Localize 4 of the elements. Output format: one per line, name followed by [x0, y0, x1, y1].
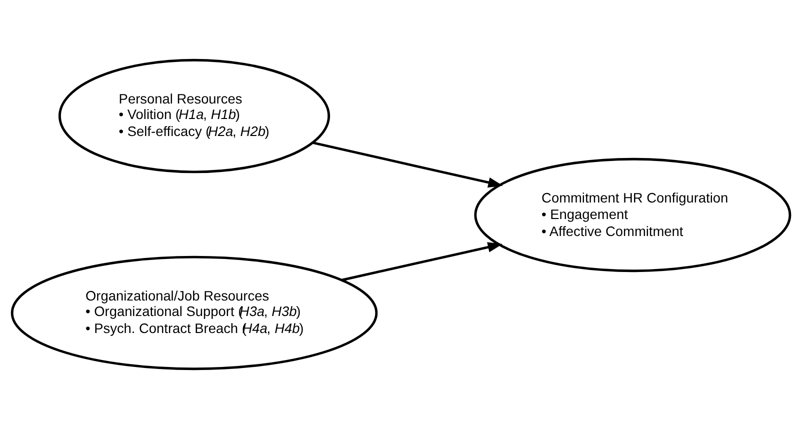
node-ellipse: Commitment HR Configuration • Engagement • Affective Commitment [474, 157, 792, 272]
node-ellipse: Personal Resources • Volition (H1a, H1b) • Self-efficacy (H2a, H2b) [58, 58, 330, 173]
arrow [342, 242, 503, 281]
arrow [312, 140, 503, 188]
